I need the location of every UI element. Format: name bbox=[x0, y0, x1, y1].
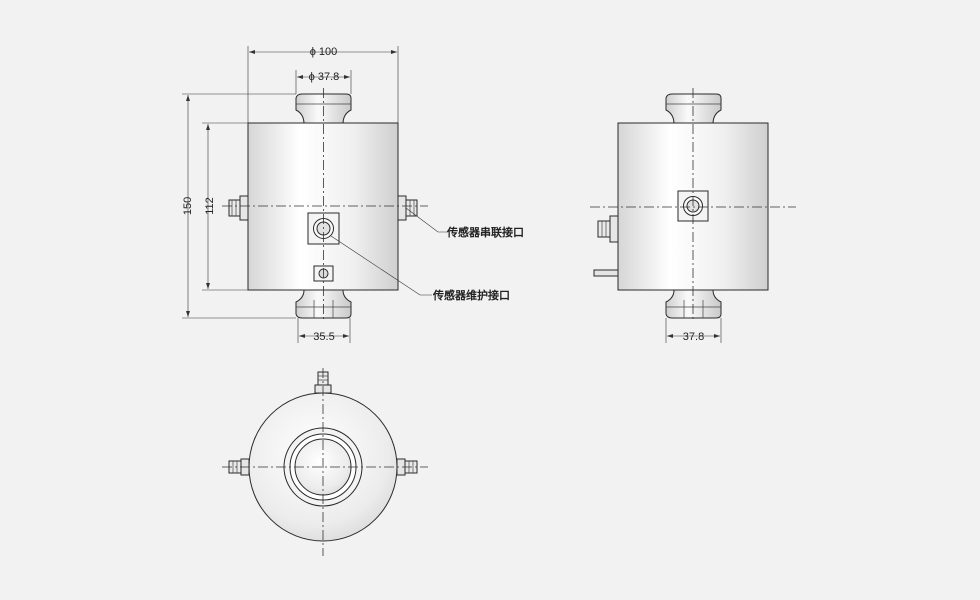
dim-outer-diameter: ϕ 100 bbox=[310, 46, 338, 58]
side-cable-stub bbox=[593, 269, 619, 277]
front-view: ϕ 100 ϕ 37.8 150 112 35.5 传感器串联接口 传感器维护接… bbox=[182, 46, 524, 343]
dim-base-width: 35.5 bbox=[313, 331, 334, 343]
side-connector bbox=[597, 215, 619, 243]
front-right-connector bbox=[397, 195, 418, 221]
dim-bore-diameter: ϕ 37.8 bbox=[309, 71, 340, 83]
top-view bbox=[222, 368, 428, 556]
side-bottom-nut bbox=[665, 289, 722, 319]
dim-overall-height: 150 bbox=[182, 197, 194, 215]
dim-body-height: 112 bbox=[204, 197, 216, 215]
callout-series-port: 传感器串联接口 bbox=[446, 225, 524, 239]
side-top-cap bbox=[665, 93, 722, 125]
dim-side-width: 37.8 bbox=[683, 331, 704, 343]
front-cylinder-body bbox=[247, 122, 399, 291]
callout-maintenance-port: 传感器维护接口 bbox=[432, 288, 510, 302]
side-view: 37.8 bbox=[590, 88, 796, 343]
front-left-connector bbox=[228, 195, 249, 221]
